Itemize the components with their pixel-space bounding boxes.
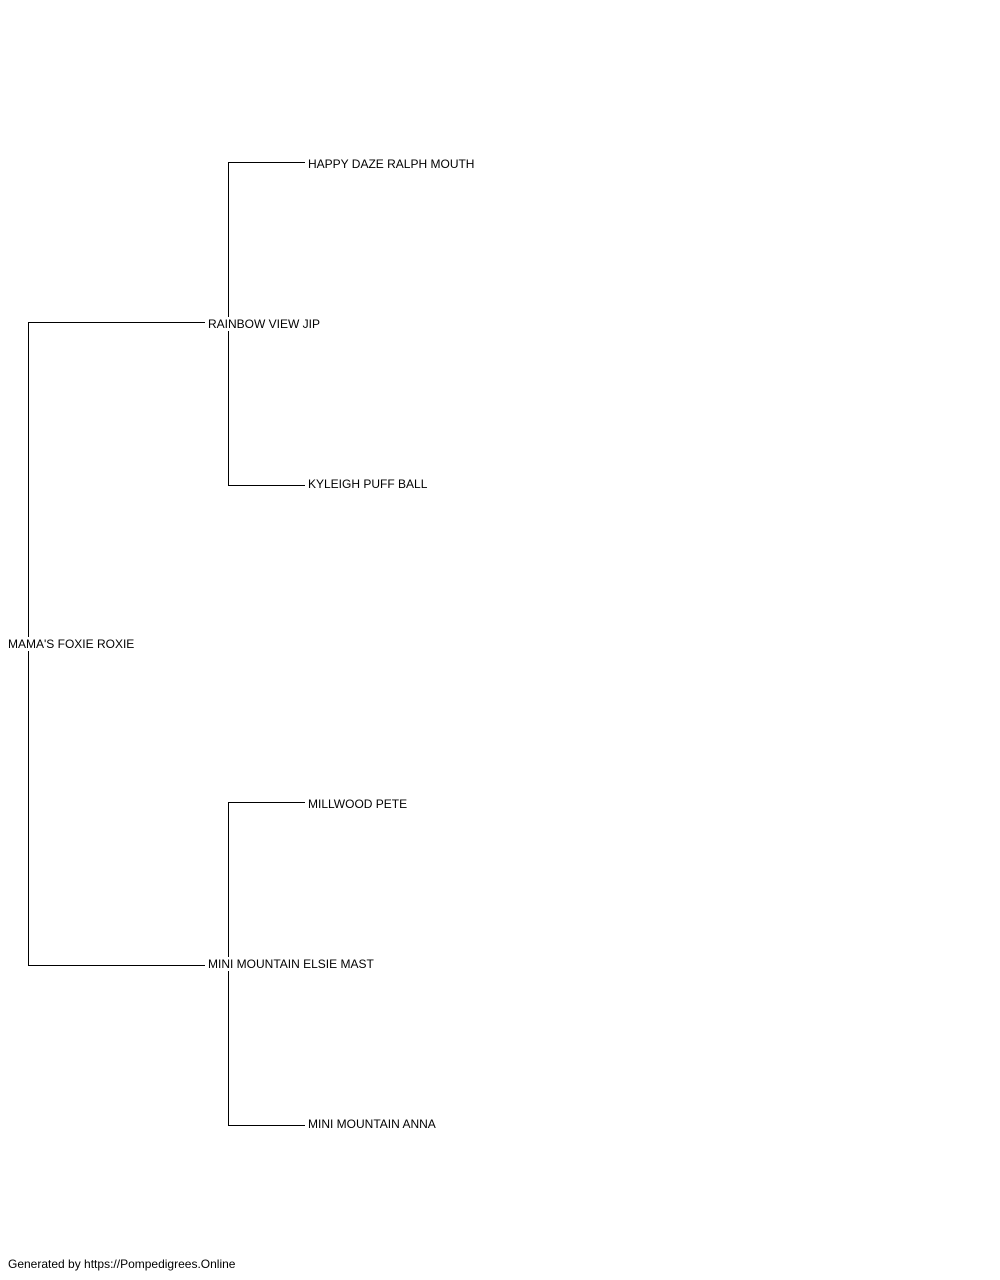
dam-dam-name: MINI MOUNTAIN ANNA (308, 1117, 438, 1131)
subject-name: MAMA'S FOXIE ROXIE (8, 637, 137, 651)
generated-by-footer: Generated by https://Pompedigrees.Online (8, 1257, 236, 1271)
sire-name: RAINBOW VIEW JIP (208, 317, 323, 331)
dam-sire-name: MILLWOOD PETE (308, 797, 410, 811)
sire-sire-name: HAPPY DAZE RALPH MOUTH (308, 157, 477, 171)
sire-dam-name: KYLEIGH PUFF BALL (308, 477, 430, 491)
dam-name: MINI MOUNTAIN ELSIE MAST (208, 957, 376, 971)
